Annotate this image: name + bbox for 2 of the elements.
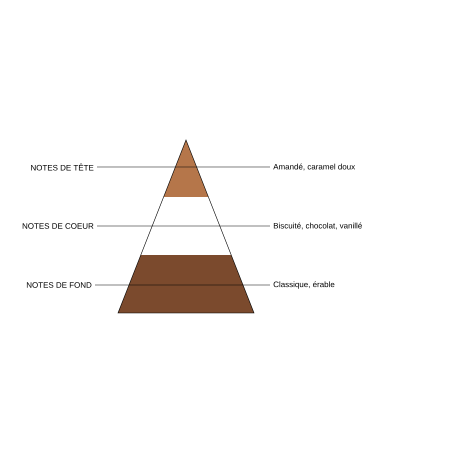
leader-line	[94, 284, 270, 286]
leader-line	[96, 166, 270, 168]
